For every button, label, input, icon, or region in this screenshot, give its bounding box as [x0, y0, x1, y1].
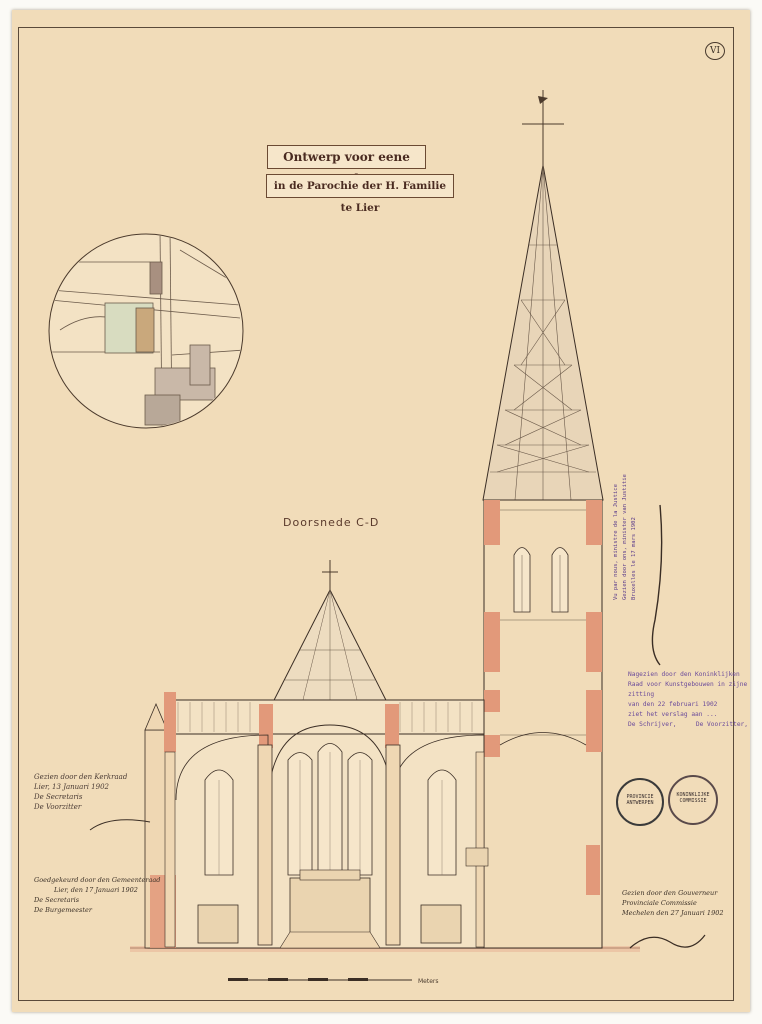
left-notes-line4: De Burgemeester: [34, 906, 92, 914]
scale-bar: [228, 978, 412, 981]
nave-parapet: [167, 699, 485, 735]
left-notes-line1: Goedgekeurd door den Gemeenteraad: [34, 876, 161, 884]
vertical-stamp: Vu par nous, ministre de la Justice Gezi…: [612, 440, 692, 600]
seal-right: KONINKLIJKE COMMISSIE: [668, 775, 718, 825]
crossing-roof: [267, 560, 393, 713]
right-notes-line2: Provinciale Commissie: [622, 899, 697, 907]
left-stamp: Gezien door den Kerkraad Lier, 13 Januar…: [34, 772, 127, 812]
signature-left: [89, 819, 151, 831]
vertical-stamp-line2: Gezien door ons, minister van Justitie: [622, 474, 628, 600]
left-stamp-line1: Gezien door den Kerkraad: [34, 773, 128, 781]
left-notes: Goedgekeurd door den Gemeenteraad Lier, …: [34, 875, 160, 915]
vertical-stamp-line3: Bruxelles le 17 mars 1902: [631, 517, 637, 600]
signature-bottom-right: [629, 934, 706, 949]
seal-left: PROVINCIE ANTWERPEN: [616, 778, 664, 826]
right-stamp-line6: De Voorzitter,: [695, 721, 748, 728]
left-stamp-line2: Lier, 13 Januari 1902: [34, 783, 109, 791]
right-stamp-line2: Raad voor Kunstgebouwen in zijne zitting: [628, 681, 748, 698]
seal-left-text: PROVINCIE ANTWERPEN: [626, 794, 654, 806]
scale-caption: Meters: [418, 978, 439, 985]
right-stamp: Nagezien door den Koninklijken Raad voor…: [628, 670, 748, 730]
signature-right-vertical: [651, 504, 663, 666]
vertical-stamp-line1: Vu par nous, ministre de la Justice: [613, 484, 619, 600]
sheet-border: [18, 27, 734, 1001]
nave-section: [144, 692, 489, 949]
right-notes-line1: Gezien door den Gouverneur: [622, 889, 718, 897]
right-stamp-line3: van den 22 februari 1902: [628, 701, 718, 708]
right-notes-line3: Mechelen den 27 Januari 1902: [622, 909, 724, 917]
site-plan: [48, 233, 244, 429]
tower-spire: [482, 90, 604, 501]
right-notes: Gezien door den Gouverneur Provinciale C…: [622, 888, 723, 918]
left-stamp-line4: De Voorzitter: [34, 803, 82, 811]
right-stamp-line4: ziet het verslag aan ...: [628, 711, 718, 718]
title-line-2: in de Parochie der H. Familie te Lier: [266, 174, 454, 214]
section-label: Doorsnede C-D: [283, 516, 380, 529]
left-stamp-line3: De Secretaris: [34, 793, 83, 801]
left-notes-line2: Lier, den 17 Januari 1902: [54, 886, 138, 894]
right-stamp-line1: Nagezien door den Koninklijken: [628, 671, 740, 678]
sheet-number: VI: [705, 42, 725, 60]
tower-body: [483, 499, 603, 949]
left-notes-line3: De Secretaris: [34, 896, 80, 904]
right-stamp-line5: De Schrijver,: [628, 721, 677, 728]
seal-right-text: KONINKLIJKE COMMISSIE: [676, 792, 710, 804]
